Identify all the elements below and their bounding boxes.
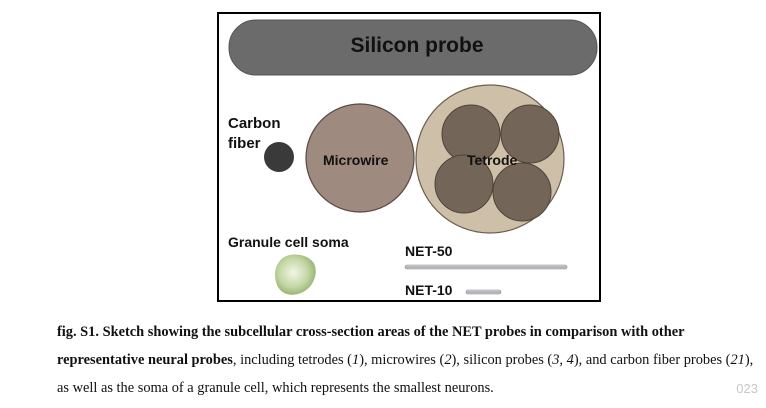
caption-text: , including tetrodes ( xyxy=(232,352,352,368)
tetrode-label: Tetrode xyxy=(467,152,518,168)
caption-text: ), silicon probes ( xyxy=(451,352,553,368)
carbon-label-line2: fiber xyxy=(228,135,261,152)
silicon-probe-label: Silicon probe xyxy=(350,34,484,57)
microwire-label: Microwire xyxy=(323,152,389,168)
microwire-shape xyxy=(305,103,415,213)
granule-soma-shape xyxy=(275,254,316,295)
net50-label: NET-50 xyxy=(405,243,453,259)
tetrode-wire-shape xyxy=(500,104,560,164)
carbon-label-line1: Carbon xyxy=(228,115,281,132)
watermark: 023 xyxy=(736,381,758,396)
carbon-fiber-shape xyxy=(264,142,294,172)
caption-text: ), microwires ( xyxy=(359,352,445,368)
net10-probe-shape xyxy=(465,289,502,295)
caption-fig-id: fig. S1. xyxy=(57,324,99,340)
caption-ref: 3, 4 xyxy=(552,352,574,368)
caption-ref: 2 xyxy=(444,352,452,368)
figure-caption: fig. S1. Sketch showing the subcellular … xyxy=(57,318,757,402)
caption-bold-title: Sketch showing the subcellular cross-sec… xyxy=(57,324,685,368)
figure-panel: Silicon probe Carbon fiber Microwire Tet… xyxy=(217,12,601,302)
silicon-probe-shape xyxy=(228,19,598,76)
net50-probe-shape xyxy=(404,264,568,270)
caption-ref: 1 xyxy=(351,352,360,368)
tetrode-wire-shape xyxy=(434,154,494,214)
caption-text: ), and carbon fiber probes ( xyxy=(573,352,731,368)
tetrode-wire-shape xyxy=(492,162,552,222)
figure-svg xyxy=(228,19,598,295)
caption-ref: 21 xyxy=(730,352,745,368)
granule-label: Granule cell soma xyxy=(228,234,349,250)
net10-label: NET-10 xyxy=(405,282,453,298)
caption-text: ), as well as the soma of a granule cell… xyxy=(57,352,754,396)
